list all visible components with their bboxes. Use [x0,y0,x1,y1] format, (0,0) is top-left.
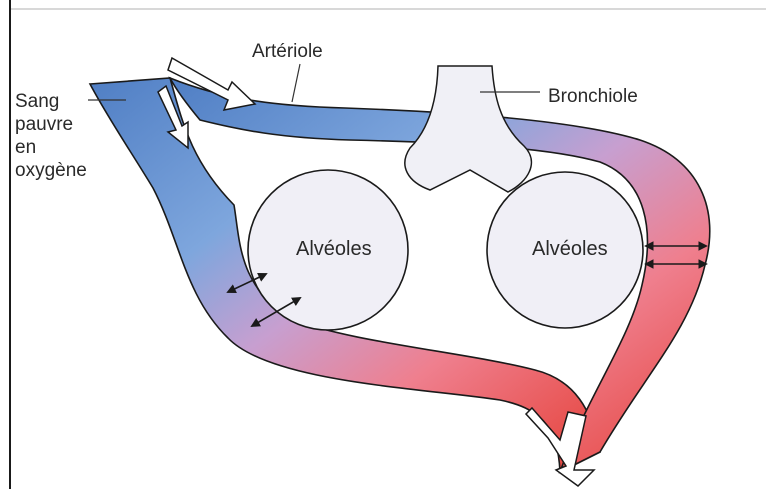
label-sang-pauvre-en-oxygene: Sang pauvre en oxygène [15,90,87,182]
label-arteriole: Artériole [252,40,323,64]
label-alveoles-right: Alvéoles [532,237,608,261]
arteriole-leader-line [292,64,300,102]
label-alveoles-left: Alvéoles [296,237,372,261]
label-bronchiole: Bronchiole [548,85,638,109]
